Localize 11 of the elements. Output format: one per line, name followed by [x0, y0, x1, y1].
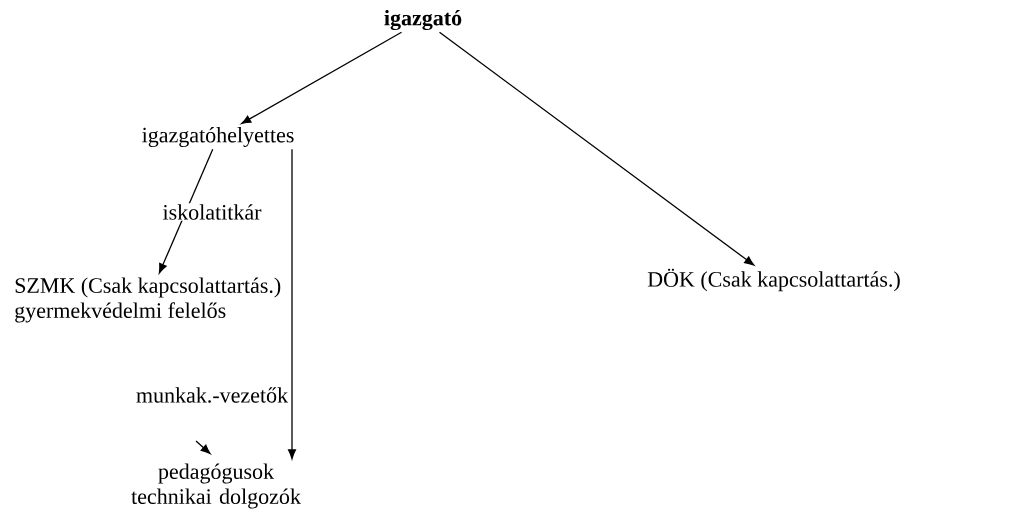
staff-label: munkak.-vezetők: [134, 386, 290, 404]
staff-label: iskolatitkár: [161, 203, 263, 221]
arrow: [241, 31, 403, 125]
org-text: pedagógusok technikai dolgozók: [131, 463, 301, 509]
org-text: SZMK (Csak kapcsolattartás.) gyermekvédelmi felelős: [15, 277, 281, 323]
org-text: igazgató: [384, 9, 462, 31]
arrow: [288, 148, 296, 460]
org-text: DÖK (Csak kapcsolattartás.): [647, 268, 900, 292]
arrow: [438, 31, 755, 266]
arrow: [195, 440, 211, 455]
org-text: igazgatóhelyettes: [142, 126, 294, 148]
